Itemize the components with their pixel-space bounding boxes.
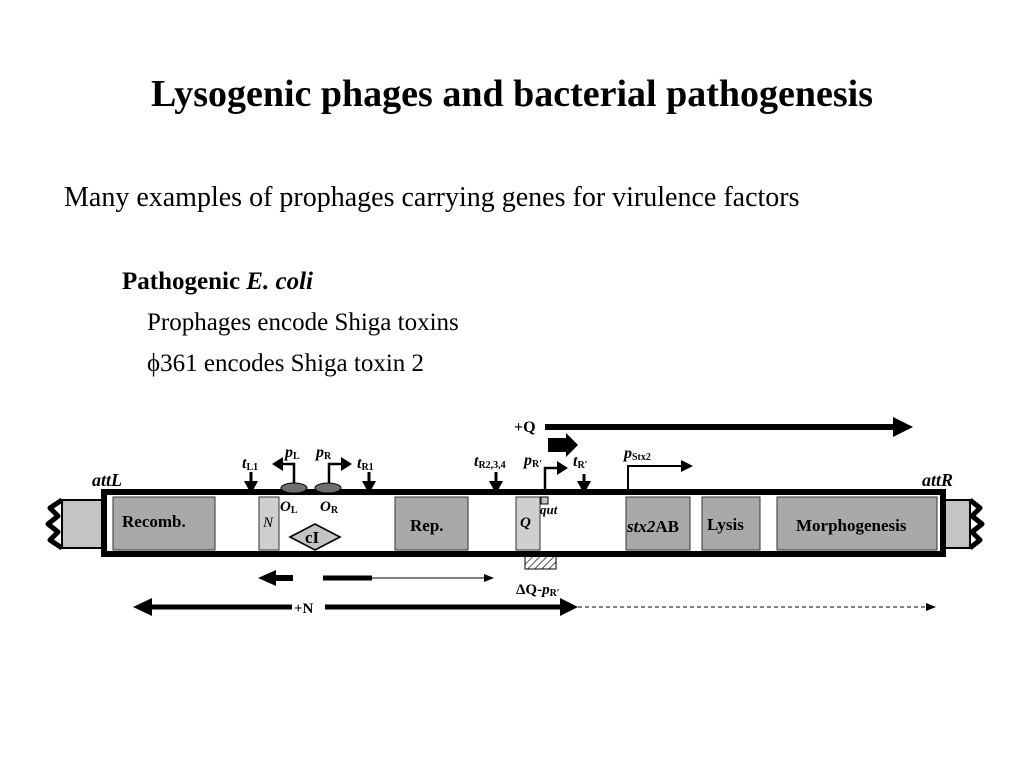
delta-q-label: ΔQ-pR′ xyxy=(516,582,560,599)
stx2ab-region xyxy=(625,496,691,551)
svg-text:tR′: tR′ xyxy=(573,453,588,471)
bullet-line-1: Prophages encode Shiga toxins xyxy=(147,309,459,336)
right-flank xyxy=(942,498,985,550)
pl-promoter: pL xyxy=(272,444,300,483)
q-label: Q xyxy=(520,515,531,531)
svg-text:tR1: tR1 xyxy=(357,455,374,473)
svg-text:pL: pL xyxy=(283,444,300,462)
phage-genome-map: Recomb. N Rep. Q stx2AB Lysis Morphogene… xyxy=(45,417,985,617)
or-operator xyxy=(314,482,342,494)
qut-label: qut xyxy=(540,502,558,517)
tl1-terminator: tL1 xyxy=(242,455,258,494)
qut-site xyxy=(540,496,549,505)
recomb-region xyxy=(112,496,216,551)
svg-text:tR2,3,4: tR2,3,4 xyxy=(474,453,506,471)
attr-label: attR xyxy=(922,470,953,490)
stx2ab-label: stx2AB xyxy=(626,517,679,536)
svg-text:tL1: tL1 xyxy=(242,455,258,473)
svg-text:pStx2: pStx2 xyxy=(622,445,651,463)
svg-text:pR′: pR′ xyxy=(522,452,542,470)
ol-label: OL xyxy=(280,499,298,516)
morphogenesis-label: Morphogenesis xyxy=(796,516,907,535)
slide-title: Lysogenic phages and bacterial pathogene… xyxy=(150,73,874,115)
lysis-region xyxy=(701,496,761,551)
bullet-line-2: ϕ361 encodes Shiga toxin 2 xyxy=(147,350,425,377)
plus-n-label: +N xyxy=(294,601,314,617)
section-heading-organism: E. coli xyxy=(246,268,313,295)
plus-q-arrow: +Q xyxy=(514,417,913,457)
pr-promoter: pR xyxy=(314,444,352,483)
n-region xyxy=(258,496,280,551)
tr234-terminator: tR2,3,4 xyxy=(474,453,506,494)
ci-label: cI xyxy=(305,528,320,547)
morphogenesis-region xyxy=(776,496,938,551)
rep-label: Rep. xyxy=(410,516,444,535)
ci-repressor xyxy=(288,523,342,551)
pl-transcript-arrow xyxy=(258,570,293,586)
stx-ab: AB xyxy=(655,517,679,536)
attl-label: attL xyxy=(92,470,122,490)
or-label: OR xyxy=(320,499,339,516)
section-heading: Pathogenic E. coli xyxy=(122,268,313,296)
tr1-terminator: tR1 xyxy=(357,455,376,494)
recomb-label: Recomb. xyxy=(122,512,186,531)
pr-transcript-arrow xyxy=(323,574,494,582)
svg-text:pR: pR xyxy=(314,444,332,462)
lysis-label: Lysis xyxy=(707,515,744,534)
ol-operator xyxy=(280,482,308,494)
stx2-italic: stx2 xyxy=(626,517,656,536)
section-heading-prefix: Pathogenic xyxy=(122,268,247,295)
n-label: N xyxy=(262,515,274,531)
pstx2-promoter: pStx2 xyxy=(622,445,693,494)
plus-n-arrow: +N xyxy=(133,598,936,617)
plus-q-label: +Q xyxy=(514,419,536,436)
slide-subtitle: Many examples of prophages carrying gene… xyxy=(64,182,800,213)
prprime-promoter: pR′ xyxy=(522,452,568,494)
rep-region xyxy=(394,496,469,551)
q-region xyxy=(515,496,541,551)
left-flank xyxy=(45,497,105,551)
trprime-terminator: tR′ xyxy=(573,453,591,494)
delta-q-box xyxy=(524,553,557,570)
